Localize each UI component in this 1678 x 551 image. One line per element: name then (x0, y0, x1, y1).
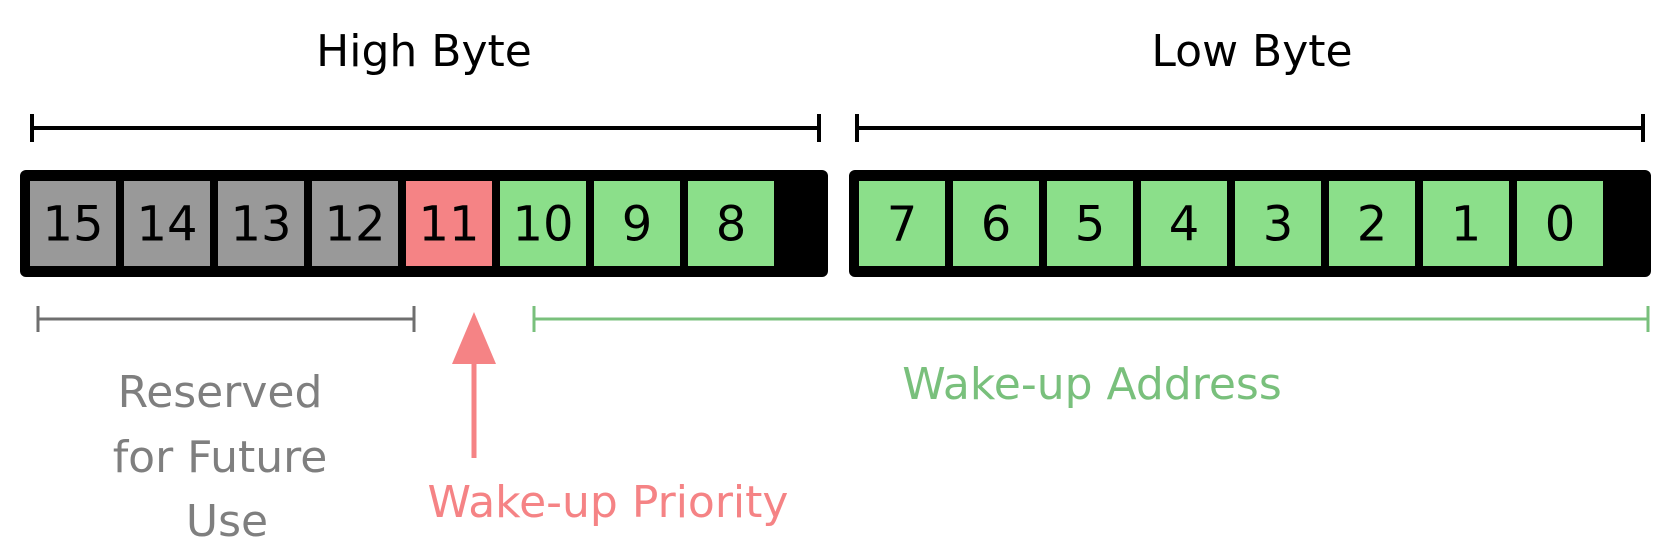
bit-number-2: 2 (1357, 197, 1388, 253)
bit-cell-5 (1047, 181, 1133, 266)
bit-cell-11 (406, 181, 492, 266)
bit-number-11: 11 (418, 197, 479, 253)
bit-cell-13 (218, 181, 304, 266)
bit-number-7: 7 (887, 197, 918, 253)
bit-number-4: 4 (1169, 197, 1200, 253)
bit-cell-6 (953, 181, 1039, 266)
bit-number-5: 5 (1075, 197, 1106, 253)
address-bracket (532, 306, 1650, 332)
bit-cell-8 (688, 181, 774, 266)
high-byte-bracket (30, 114, 821, 142)
bit-number-0: 0 (1545, 197, 1576, 253)
bit-number-15: 15 (42, 197, 103, 253)
bit-cell-7 (859, 181, 945, 266)
bit-number-3: 3 (1263, 197, 1294, 253)
bit-number-1: 1 (1451, 197, 1482, 253)
bit-number-6: 6 (981, 197, 1012, 253)
bit-number-13: 13 (230, 197, 291, 253)
low-byte-bracket (855, 114, 1645, 142)
bit-cell-2 (1329, 181, 1415, 266)
bit-cell-10 (500, 181, 586, 266)
reserved-bracket (36, 306, 416, 332)
reserved-label-line-3: Use (186, 496, 268, 547)
bit-cell-14 (124, 181, 210, 266)
priority-arrow (452, 312, 496, 458)
bit-number-14: 14 (136, 197, 197, 253)
bit-number-10: 10 (512, 197, 573, 253)
bit-cell-0 (1517, 181, 1603, 266)
bit-cell-9 (594, 181, 680, 266)
reserved-label: Reserved for Future Use (113, 367, 342, 547)
bit-number-8: 8 (716, 197, 747, 253)
bit-number-12: 12 (324, 197, 385, 253)
bit-cell-15 (30, 181, 116, 266)
priority-label: Wake-up Priority (428, 477, 789, 528)
bit-cell-1 (1423, 181, 1509, 266)
bit-cell-4 (1141, 181, 1227, 266)
low-byte-label: Low Byte (1151, 26, 1352, 77)
high-byte-label: High Byte (316, 26, 532, 77)
address-label: Wake-up Address (902, 359, 1282, 410)
reserved-label-line-2: for Future (113, 432, 328, 483)
bit-cell-3 (1235, 181, 1321, 266)
bit-number-9: 9 (622, 197, 653, 253)
bit-cell-12 (312, 181, 398, 266)
reserved-label-line-1: Reserved (118, 367, 323, 418)
